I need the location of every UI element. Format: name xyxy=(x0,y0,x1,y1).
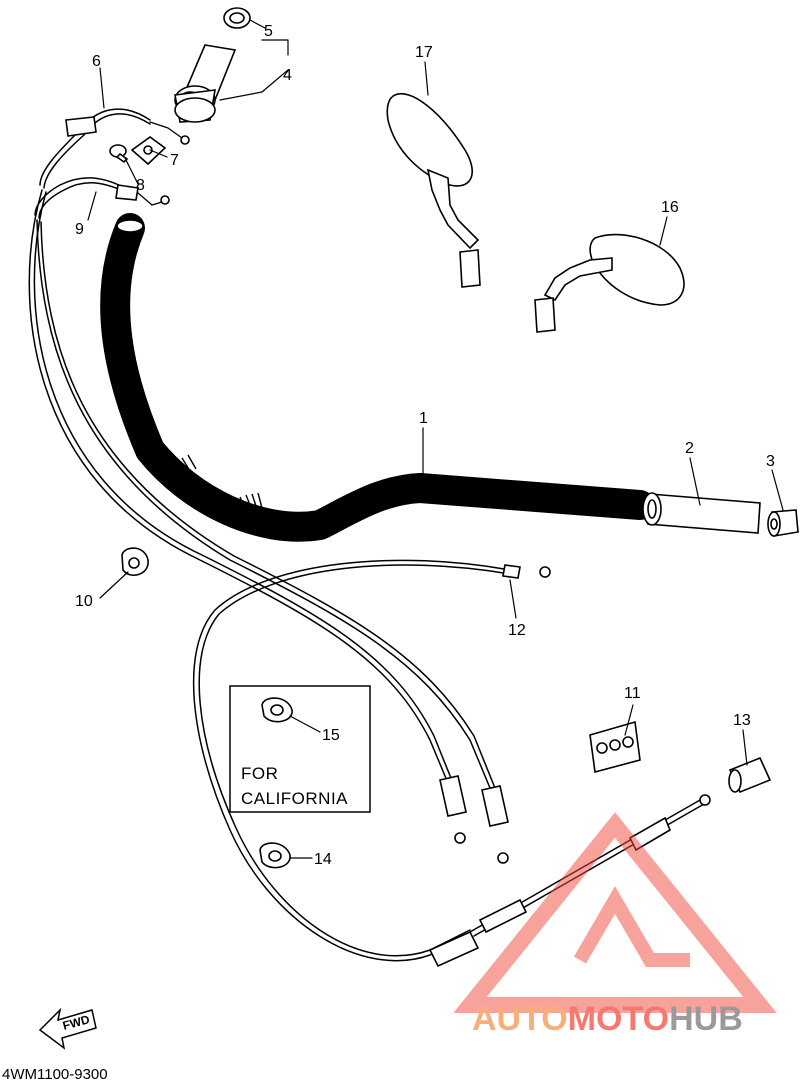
throttle-cable-lower xyxy=(34,177,170,219)
california-line1: FOR xyxy=(241,764,278,783)
watermark-logo xyxy=(453,812,777,1013)
watermark-moto: MOTO xyxy=(568,1000,669,1038)
callout-4: 4 xyxy=(283,67,292,84)
wire-clamp xyxy=(121,547,149,576)
cable-guide xyxy=(130,136,167,166)
mirror-left xyxy=(534,233,685,333)
cable-holder xyxy=(589,720,641,774)
callout-6: 6 xyxy=(92,53,101,70)
clamp-15 xyxy=(261,697,293,723)
watermark-text: AUTOMOTOHUB xyxy=(472,1000,743,1038)
handlebar xyxy=(100,213,655,542)
throttle-cable-upper xyxy=(39,108,190,189)
fwd-arrow-icon: FWD xyxy=(38,1007,97,1050)
callout-12: 12 xyxy=(508,622,526,639)
throttle-cable-runs xyxy=(28,189,509,864)
callout-2: 2 xyxy=(685,440,694,457)
callout-8: 8 xyxy=(136,177,145,194)
callout-14: 14 xyxy=(314,851,332,868)
callout-7: 7 xyxy=(170,152,179,169)
bolt xyxy=(109,144,129,164)
callout-17: 17 xyxy=(415,44,433,61)
callout-10: 10 xyxy=(75,593,93,610)
callout-13: 13 xyxy=(733,712,751,729)
callout-3: 3 xyxy=(766,453,775,470)
watermark-hub: HUB xyxy=(669,1000,743,1038)
grip-end xyxy=(767,509,799,537)
clamp-14 xyxy=(259,842,291,869)
throttle-grip xyxy=(174,44,237,123)
fwd-label: FWD xyxy=(61,1012,91,1033)
callout-9: 9 xyxy=(75,221,84,238)
california-box: FOR CALIFORNIA xyxy=(229,685,371,813)
callout-11: 11 xyxy=(624,685,641,702)
grip-end-cap xyxy=(223,7,251,29)
watermark-auto: AUTO xyxy=(472,1000,568,1038)
callout-15: 15 xyxy=(322,727,340,744)
callout-5: 5 xyxy=(264,23,273,40)
cable-adjuster xyxy=(728,756,772,794)
callout-1: 1 xyxy=(419,410,428,427)
diagram-code: 4WM1100-9300 xyxy=(2,1066,108,1081)
california-line2: CALIFORNIA xyxy=(241,789,348,808)
leader-lines xyxy=(87,19,784,859)
mirror-right xyxy=(386,93,481,288)
left-grip xyxy=(642,492,761,534)
callout-16: 16 xyxy=(661,199,679,216)
